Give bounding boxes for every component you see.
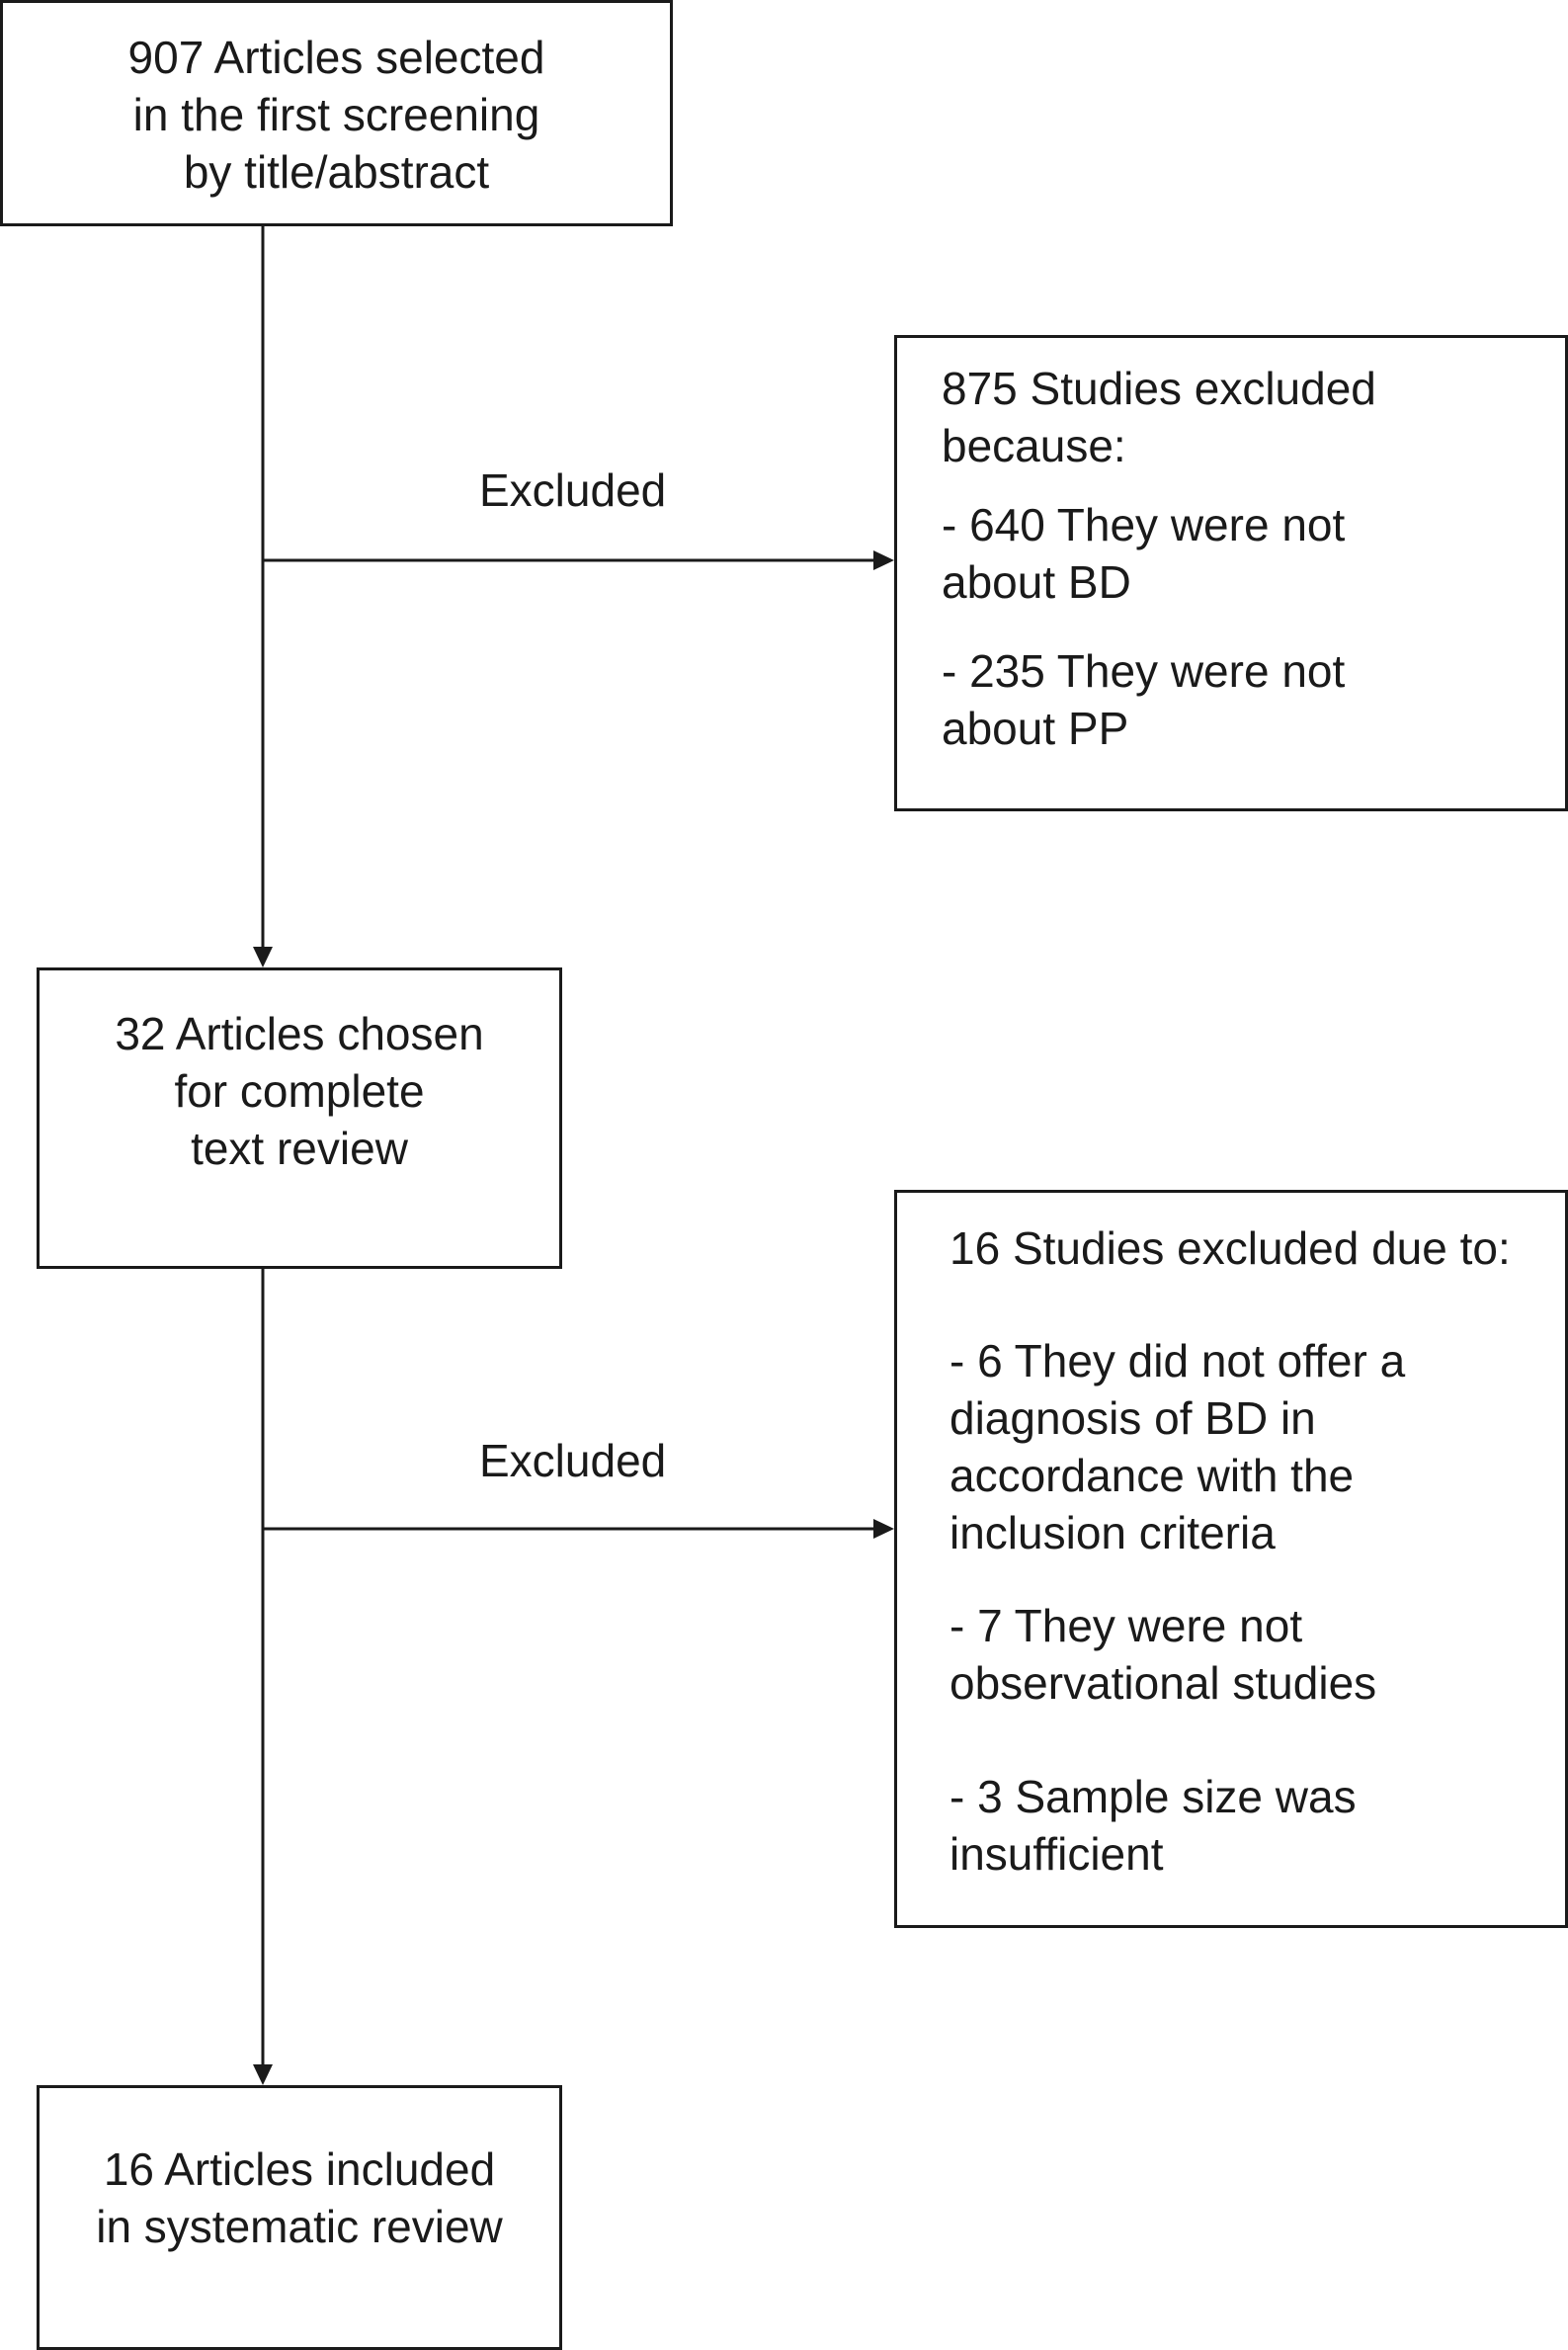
exclusion-reason: - 3 Sample size was insufficient <box>949 1768 1565 1883</box>
heading-line: 16 Studies excluded due to: <box>949 1222 1511 1274</box>
chosen-line: text review <box>191 1123 408 1174</box>
exclusion-reason: - 235 They were not about PP <box>942 642 1565 757</box>
reason-line: - 7 They were not <box>949 1600 1303 1651</box>
chosen-box: 32 Articles chosen for complete text rev… <box>37 967 562 1269</box>
included-line: in systematic review <box>96 2201 503 2252</box>
excluded-label-1: Excluded <box>479 464 667 516</box>
arrowhead-excluded-2 <box>873 1519 894 1539</box>
exclusion-reason: - 640 They were not about BD <box>942 496 1565 611</box>
excluded-label-2: Excluded <box>479 1435 667 1486</box>
reason-line: inclusion criteria <box>949 1507 1276 1558</box>
reason-line: - 235 They were not <box>942 645 1346 697</box>
excluded-box-1: 875 Studies excluded because: - 640 They… <box>894 335 1568 811</box>
arrowhead-excluded-1 <box>873 550 894 570</box>
heading-line: because: <box>942 420 1126 471</box>
exclusion-reason: - 6 They did not offer a diagnosis of BD… <box>949 1332 1565 1561</box>
included-box: 16 Articles included in systematic revie… <box>37 2085 562 2350</box>
reason-line: about BD <box>942 556 1131 608</box>
exclusion-reason: - 7 They were not observational studies <box>949 1597 1565 1712</box>
screening-line: 907 Articles selected <box>127 32 545 83</box>
included-line: 16 Articles included <box>103 2143 496 2195</box>
reason-line: observational studies <box>949 1657 1377 1709</box>
arrowhead-chosen <box>253 947 273 967</box>
screening-line: by title/abstract <box>183 146 490 198</box>
chosen-line: 32 Articles chosen <box>115 1008 484 1059</box>
reason-line: - 3 Sample size was <box>949 1771 1357 1822</box>
excluded-1-heading: 875 Studies excluded because: <box>942 360 1565 474</box>
reason-line: about PP <box>942 703 1129 754</box>
excluded-2-heading: 16 Studies excluded due to: <box>949 1219 1565 1277</box>
reason-line: - 640 They were not <box>942 499 1346 550</box>
reason-line: accordance with the <box>949 1450 1355 1501</box>
chosen-line: for complete <box>174 1065 425 1117</box>
arrowhead-included <box>253 2064 273 2085</box>
reason-line: diagnosis of BD in <box>949 1392 1316 1444</box>
reason-line: - 6 They did not offer a <box>949 1335 1406 1386</box>
screening-line: in the first screening <box>132 89 540 140</box>
screening-box: 907 Articles selected in the first scree… <box>0 0 673 226</box>
excluded-box-2: 16 Studies excluded due to: - 6 They did… <box>894 1190 1568 1928</box>
reason-line: insufficient <box>949 1828 1164 1880</box>
heading-line: 875 Studies excluded <box>942 363 1376 414</box>
